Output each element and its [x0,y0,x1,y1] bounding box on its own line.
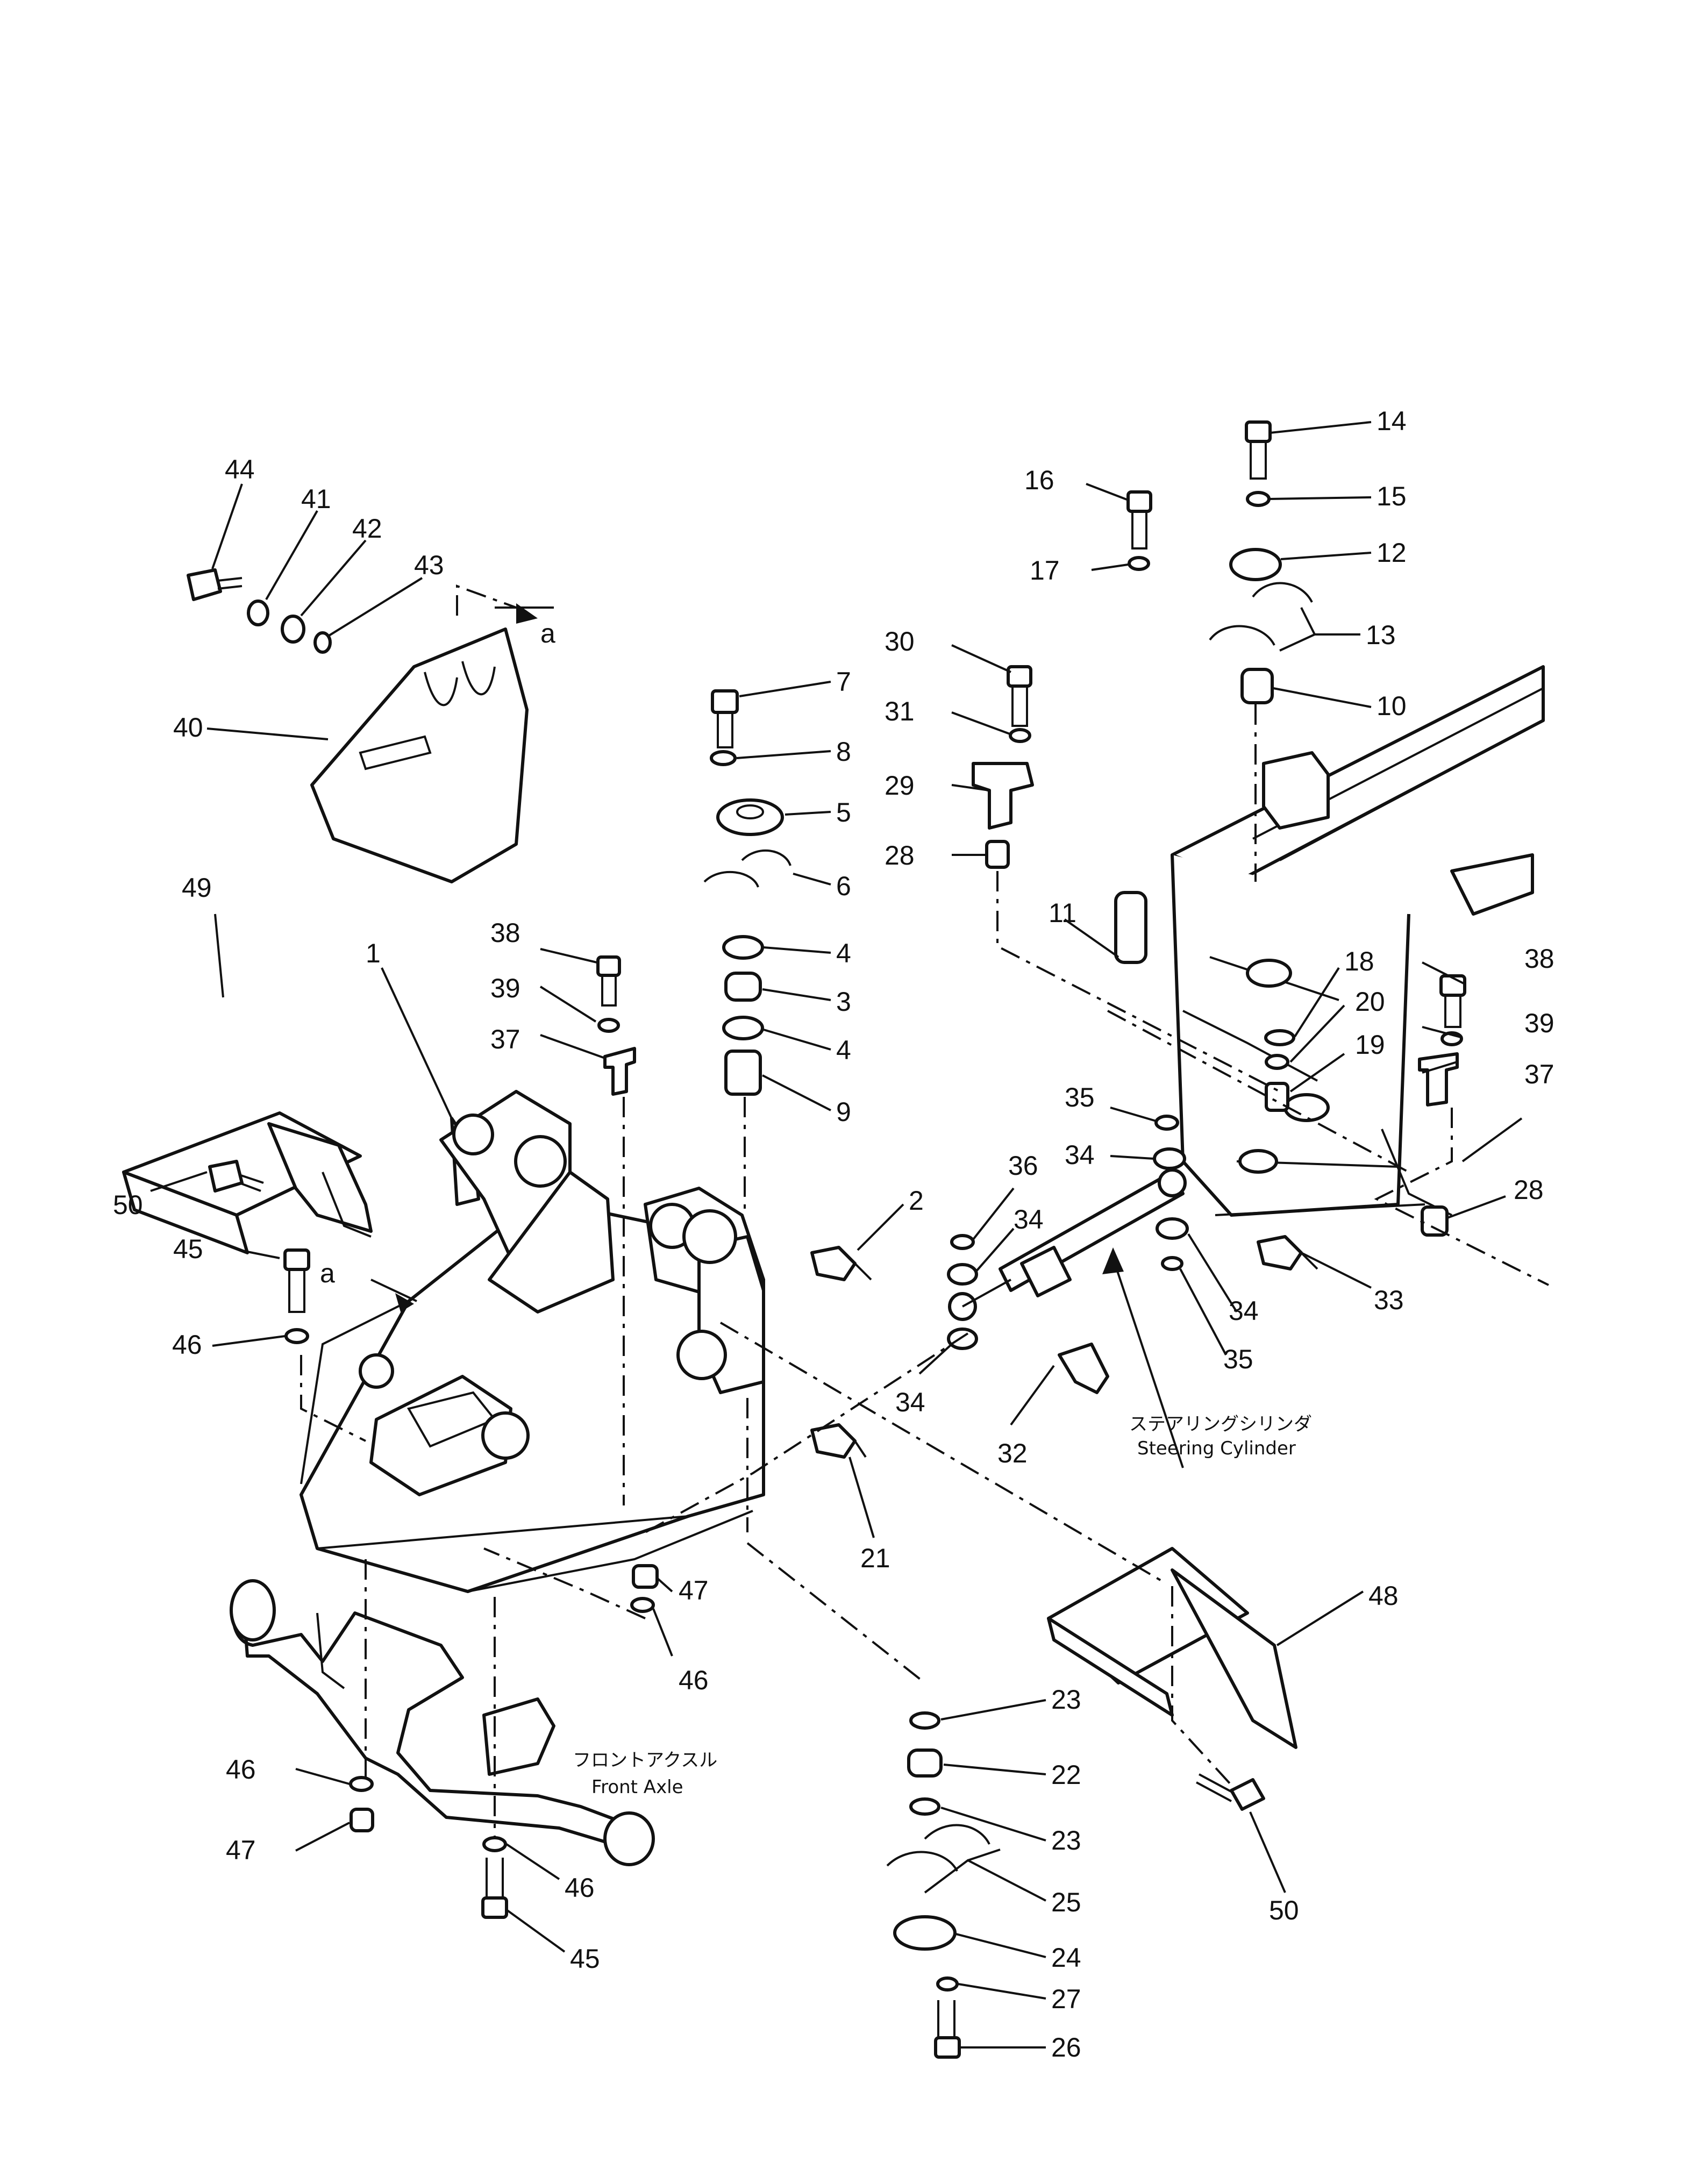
callout-3: 3 [836,987,851,1017]
front-axle-drawing [230,1579,655,1866]
callout-23-upper: 23 [1051,1685,1081,1715]
callout-34-right: 34 [1229,1296,1259,1326]
callout-30: 30 [885,626,915,656]
callout-22: 22 [1051,1760,1081,1790]
callout-23-lower: 23 [1051,1825,1081,1855]
callout-35-lower: 35 [1223,1344,1253,1374]
callout-46-left: 46 [172,1330,202,1360]
callout-26: 26 [1051,2032,1081,2062]
callout-11: 11 [1049,898,1076,928]
callout-42: 42 [352,513,382,544]
steering-cylinder-drawing [948,1168,1187,1321]
point-a-letter: a [320,1258,335,1288]
callout-27: 27 [1051,1984,1081,2014]
steering-label-arrow [1102,1247,1124,1274]
callout-34-upper: 34 [1065,1140,1095,1170]
steering-cylinder-label-jp: ステアリングシリンダ [1129,1414,1312,1435]
callout-28-right: 28 [1514,1175,1544,1205]
callout-7: 7 [836,667,851,697]
callout-38-left: 38 [490,918,520,948]
front-frame-drawing [299,1090,765,1593]
callout-12: 12 [1377,538,1407,568]
callout-44: 44 [225,454,255,484]
callout-40: 40 [173,712,203,743]
callout-39-right: 39 [1524,1008,1554,1038]
fender-49-drawing [122,1111,373,1254]
callout-46-bottom-left: 46 [226,1754,256,1785]
callout-24: 24 [1051,1943,1081,1973]
callout-16: 16 [1024,465,1054,495]
callout-9: 9 [836,1097,851,1127]
callout-19: 19 [1355,1030,1385,1060]
arrow-a-letter: a [540,618,555,648]
callout-45-bottom: 45 [570,1944,600,1974]
callout-2: 2 [909,1186,924,1216]
callout-14: 14 [1377,406,1407,436]
callout-50-left: 50 [113,1190,143,1220]
callout-48: 48 [1368,1581,1399,1611]
callout-38-right: 38 [1524,944,1554,974]
callout-28-upper: 28 [885,840,915,870]
callout-37-left: 37 [490,1024,520,1054]
callout-36: 36 [1008,1151,1038,1181]
callout-46-bottom: 46 [565,1873,595,1903]
cover-plate-40-drawing [310,627,529,883]
callout-1: 1 [366,938,381,968]
callout-32: 32 [997,1438,1028,1468]
callout-34-mid: 34 [1014,1204,1044,1234]
callout-47-bottom-left: 47 [226,1835,256,1865]
arrow-a-head [516,603,538,624]
callout-41: 41 [301,484,331,514]
a-marker-arrow [395,1293,414,1312]
callout-46-center: 46 [679,1665,709,1695]
callout-10: 10 [1377,691,1407,721]
callout-15: 15 [1377,481,1407,511]
callout-31: 31 [885,696,915,726]
callout-20: 20 [1355,987,1385,1017]
callout-29: 29 [885,770,915,801]
callout-37-right: 37 [1524,1059,1554,1089]
callout-17: 17 [1030,555,1060,586]
callout-34-lower: 34 [895,1387,925,1417]
small-parts [187,420,1466,2059]
callout-49: 49 [182,873,212,903]
callout-4-upper: 4 [836,938,851,968]
front-axle-label-en: Front Axle [591,1776,683,1798]
callout-50-right: 50 [1269,1895,1299,1925]
callout-21: 21 [860,1543,890,1573]
callout-8: 8 [836,737,851,767]
callout-5: 5 [836,797,851,827]
steering-cylinder-label-en: Steering Cylinder [1137,1438,1296,1459]
fender-48-drawing [1047,1547,1297,1749]
center-lines [300,584,1549,1839]
callout-35-upper: 35 [1065,1082,1095,1112]
front-axle-label-jp: フロントアクスル [573,1750,717,1771]
callout-6: 6 [836,871,851,901]
callout-45-left: 45 [173,1234,203,1264]
callout-43: 43 [414,550,444,580]
callout-13: 13 [1366,620,1396,650]
callout-25: 25 [1051,1887,1081,1917]
callout-39-left: 39 [490,973,520,1003]
callout-33: 33 [1374,1285,1404,1315]
rear-frame-drawing [1171,665,1545,1217]
callout-47-center: 47 [679,1575,709,1605]
callout-18: 18 [1344,946,1374,976]
leader-lines [150,421,1506,2049]
callout-4-lower: 4 [836,1035,851,1065]
